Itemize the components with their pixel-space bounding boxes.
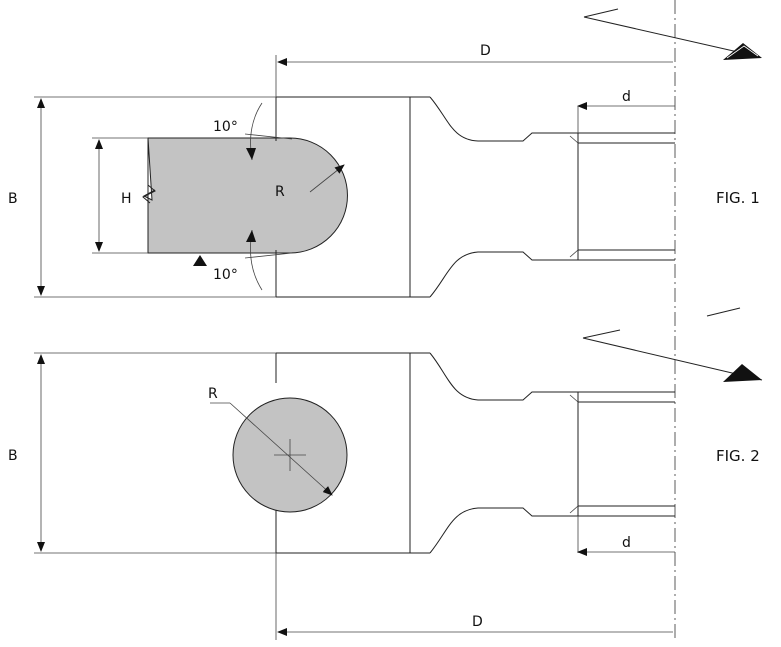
fig1-angle-bottom: 10°	[213, 267, 238, 283]
fig1-break-symbol	[142, 184, 156, 204]
fig1-angle-top: 10°	[213, 119, 238, 135]
fig1-dim-D: D	[480, 43, 491, 59]
fig1-dim-d: d	[622, 89, 631, 105]
surface-mark-icon	[193, 255, 207, 266]
fig1-dim-R: R	[275, 184, 285, 200]
fig2-dim-B: B	[8, 448, 18, 464]
fig2-dim-D: D	[472, 614, 483, 630]
fig1-workpiece	[142, 137, 348, 254]
fig2-drawing	[34, 352, 675, 640]
fig1-dim-H: H	[121, 191, 132, 207]
fig1-drawing	[34, 55, 675, 298]
section-arrow-bottom	[582, 307, 763, 382]
fig2-dim-R: R	[208, 386, 218, 402]
section-arrow-top	[583, 8, 762, 60]
fig1-caption: FIG. 1	[716, 189, 760, 207]
fig1-dim-B: B	[8, 191, 18, 207]
fig2-dim-d: d	[622, 535, 631, 551]
fig2-caption: FIG. 2	[716, 447, 760, 465]
